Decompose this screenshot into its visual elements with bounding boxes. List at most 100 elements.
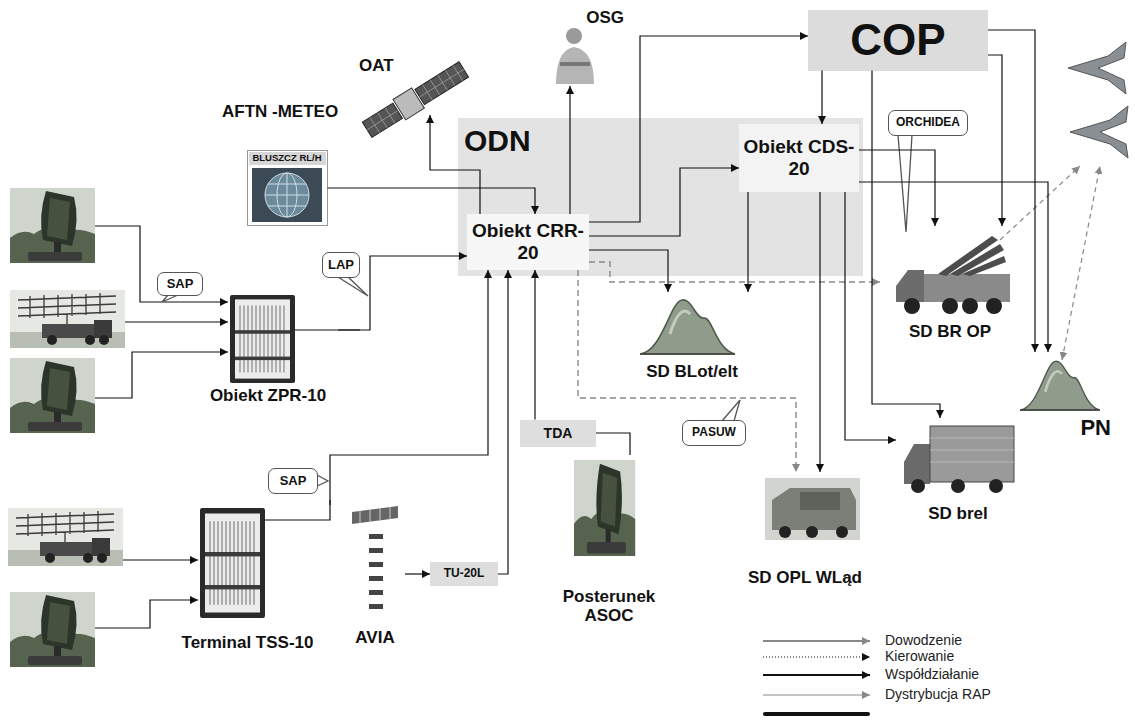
- connector: [821, 71, 822, 125]
- connector: [988, 55, 1002, 226]
- radar-picture: [574, 460, 635, 556]
- vehicle-node: SD OPL WLąd: [715, 472, 895, 592]
- radar-post-node: Posterunek ASOC: [547, 455, 671, 630]
- connector: [596, 433, 630, 455]
- feed-line: [123, 559, 198, 560]
- legend-row: Dystrybucja RAP: [885, 686, 991, 702]
- avia-antenna: [352, 506, 398, 609]
- antenna-node: AVIA: [345, 500, 405, 652]
- launcher-truck: [896, 236, 1010, 314]
- callout-bubble: LAP: [322, 252, 360, 278]
- node-label: TU-20L: [444, 567, 485, 581]
- callout-tail: [338, 277, 368, 296]
- callout-tail: [898, 135, 912, 232]
- node-label: SD brel: [928, 504, 988, 524]
- legend-text: Kierowanie: [885, 648, 954, 664]
- airfield-node: SD BLot/elt: [628, 292, 756, 386]
- engagement-link: [1000, 166, 1080, 240]
- node-label: ORCHIDEA: [896, 116, 960, 130]
- command-vehicle: [765, 478, 860, 540]
- connector: [405, 573, 430, 574]
- node-label: Obiekt CDS-20: [743, 136, 855, 180]
- callout-bubble: ORCHIDEA: [888, 110, 968, 136]
- connector: [747, 192, 748, 292]
- legend-text: Współdziałanie: [885, 666, 979, 682]
- airfield-symbol: [1020, 361, 1100, 410]
- node-label: SD BLot/elt: [646, 362, 738, 382]
- connectors: [328, 30, 1049, 574]
- feed-line: [95, 352, 228, 398]
- rack-picture: [230, 295, 295, 383]
- node-label: COP: [850, 15, 945, 66]
- radar-feed-lines: [95, 226, 360, 628]
- legend-row: Dowodzenie: [885, 632, 962, 648]
- node-label: SD OPL WLąd: [748, 568, 862, 588]
- node-label: ODN: [464, 124, 531, 159]
- legend-samples: [763, 641, 870, 714]
- radar-picture: [10, 188, 95, 263]
- connector: [589, 262, 880, 282]
- legend-line: [763, 695, 870, 696]
- legend-line: [763, 674, 870, 676]
- rack-picture: [200, 508, 265, 618]
- odn-region: ODN Obiekt CDS-20Obiekt CRR-20: [458, 118, 863, 276]
- globe-picture: [252, 168, 322, 222]
- connector: [589, 250, 668, 292]
- node-label: SD BR OP: [909, 322, 991, 342]
- connector: [328, 188, 536, 214]
- operator-node: OSG: [548, 4, 628, 86]
- node-label: TDA: [544, 425, 573, 441]
- vehicle-node: SD brel: [896, 418, 1020, 528]
- satellite-node: OAT: [355, 52, 470, 115]
- connector: [578, 270, 796, 472]
- callout-tail: [162, 295, 178, 302]
- airfield-node: PN: [1015, 352, 1115, 444]
- node-label: AVIA: [355, 628, 394, 648]
- legend-line: [763, 657, 870, 658]
- process-box: Obiekt CRR-20: [467, 214, 589, 270]
- feed-line: [95, 600, 198, 628]
- meteo-terminal: BLUSZCZ RL/H: [247, 150, 328, 226]
- connector: [859, 150, 935, 226]
- node-label: PN: [1080, 415, 1111, 440]
- connector: [569, 86, 570, 214]
- callout-tail: [722, 400, 740, 421]
- operator-figure: [556, 28, 594, 84]
- callout-bubble: SAP: [157, 272, 203, 296]
- stub-line: [295, 329, 360, 330]
- feed-line: [95, 226, 228, 302]
- node-label: OAT: [359, 56, 394, 76]
- aircraft: [1068, 42, 1126, 94]
- node-label: Terminal TSS-10: [182, 633, 314, 653]
- interface-box: TU-20L: [430, 562, 498, 586]
- stub-line: [265, 500, 330, 520]
- callout-tail: [317, 475, 328, 486]
- feed-line: [125, 321, 228, 322]
- node-label: SAP: [167, 277, 194, 292]
- node-label: Posterunek ASOC: [551, 587, 667, 626]
- node-label: Obiekt ZPR-10: [210, 386, 326, 406]
- connector: [430, 115, 480, 214]
- connector: [859, 182, 1048, 352]
- radar-picture: [10, 358, 95, 433]
- connector: [872, 71, 940, 419]
- node-label: LAP: [328, 258, 354, 273]
- node-label: OSG: [586, 8, 624, 28]
- radar-picture: [10, 592, 95, 667]
- node-label: PASUW: [692, 426, 736, 440]
- legend-line: [765, 712, 868, 716]
- box-truck: [904, 426, 1014, 493]
- network-label: AFTN -METEO: [222, 102, 338, 122]
- connector: [589, 36, 808, 222]
- connector: [498, 270, 508, 574]
- connector: [338, 256, 467, 330]
- vehicle-node: SD BR OP: [880, 226, 1020, 346]
- node-label: Obiekt CRR-20: [471, 220, 585, 264]
- node-label: SAP: [280, 474, 307, 489]
- connector: [330, 270, 488, 505]
- rack-node: Obiekt ZPR-10: [198, 293, 338, 410]
- connector: [534, 270, 535, 420]
